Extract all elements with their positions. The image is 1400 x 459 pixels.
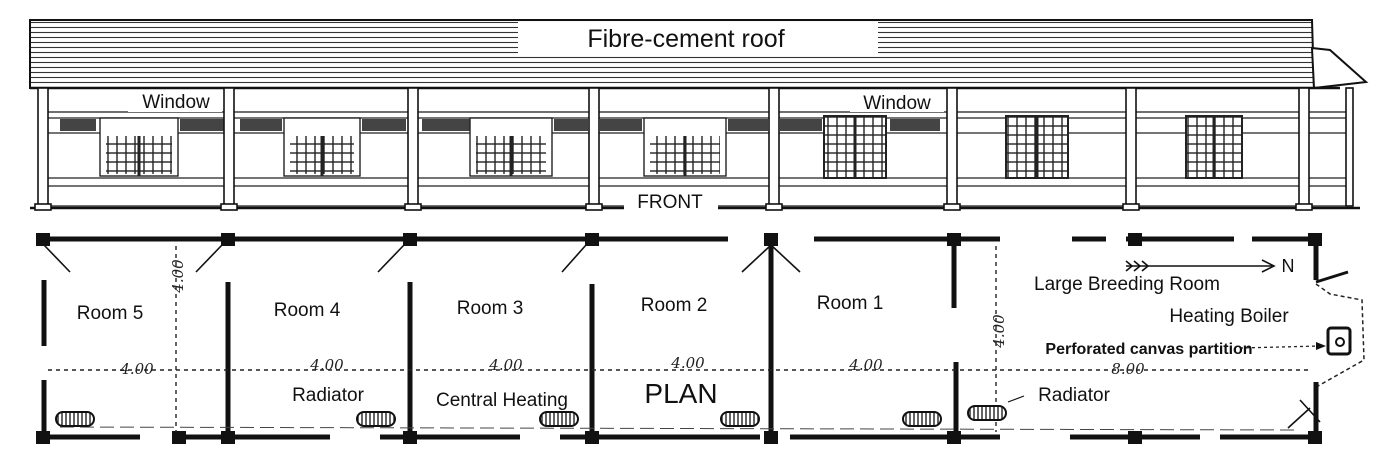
north-arrow-icon (1125, 259, 1276, 273)
shrub-strip (554, 119, 588, 131)
shrub-strip (422, 119, 470, 131)
dim-large-room-width: 8.00 (1111, 360, 1145, 378)
room-label-1: Room 1 (817, 293, 884, 314)
shrub-strip (240, 119, 282, 131)
door-swings (43, 244, 1321, 429)
columns (34, 87, 1354, 211)
window-label-right: Window (863, 93, 931, 114)
shrub-strip (780, 119, 822, 131)
dim-room-5-width: 4.00 (119, 360, 154, 378)
heating-boiler-label: Heating Boiler (1169, 306, 1289, 327)
dim-room-4-width: 4.00 (309, 356, 344, 374)
plan-title: PLAN (644, 378, 717, 409)
shrub-strip (728, 119, 768, 131)
radiator-label-left: Radiator (292, 385, 364, 406)
shrub-strip (60, 119, 96, 131)
large-breeding-room-label: Large Breeding Room (1034, 274, 1220, 295)
room-label-3: Room 3 (457, 298, 524, 319)
boiler (1326, 326, 1352, 356)
front-label: FRONT (637, 192, 703, 213)
north-label: N (1282, 256, 1295, 276)
room-label-2: Room 2 (641, 295, 708, 316)
floor-plan (36, 233, 1365, 444)
radiator (720, 411, 760, 427)
central-heating-label: Central Heating (436, 390, 568, 411)
window-label-left: Window (142, 92, 210, 113)
radiator (55, 411, 95, 427)
radiators (55, 405, 1007, 427)
boiler-bay (1315, 283, 1365, 387)
front-elevation (29, 19, 1369, 212)
dim-room-2-width: 4.00 (670, 354, 705, 372)
front-label-plate (624, 188, 718, 212)
dim-depth-left: 4.00 (169, 259, 187, 294)
shrub-strip (890, 119, 940, 131)
radiator (356, 411, 396, 427)
shrub-strip (180, 119, 224, 131)
radiator-label-right: Radiator (1038, 385, 1110, 406)
dim-room-1-width: 4.00 (848, 356, 883, 374)
roof-label: Fibre-cement roof (587, 25, 784, 53)
shrub-strip (600, 119, 642, 131)
dim-depth-right: 4.00 (990, 314, 1008, 349)
radiator (902, 411, 942, 427)
room-label-4: Room 4 (274, 300, 341, 321)
roof-label-plate (518, 22, 878, 56)
radiator (539, 411, 579, 427)
dim-room-3-width: 4.00 (488, 356, 523, 374)
shrub-strip (362, 119, 406, 131)
room-label-5: Room 5 (77, 303, 144, 324)
wall-junctions (36, 233, 1322, 444)
radiator (967, 405, 1007, 421)
roof-side (1310, 46, 1369, 90)
partition-label: Perforated canvas partition (1045, 341, 1252, 358)
